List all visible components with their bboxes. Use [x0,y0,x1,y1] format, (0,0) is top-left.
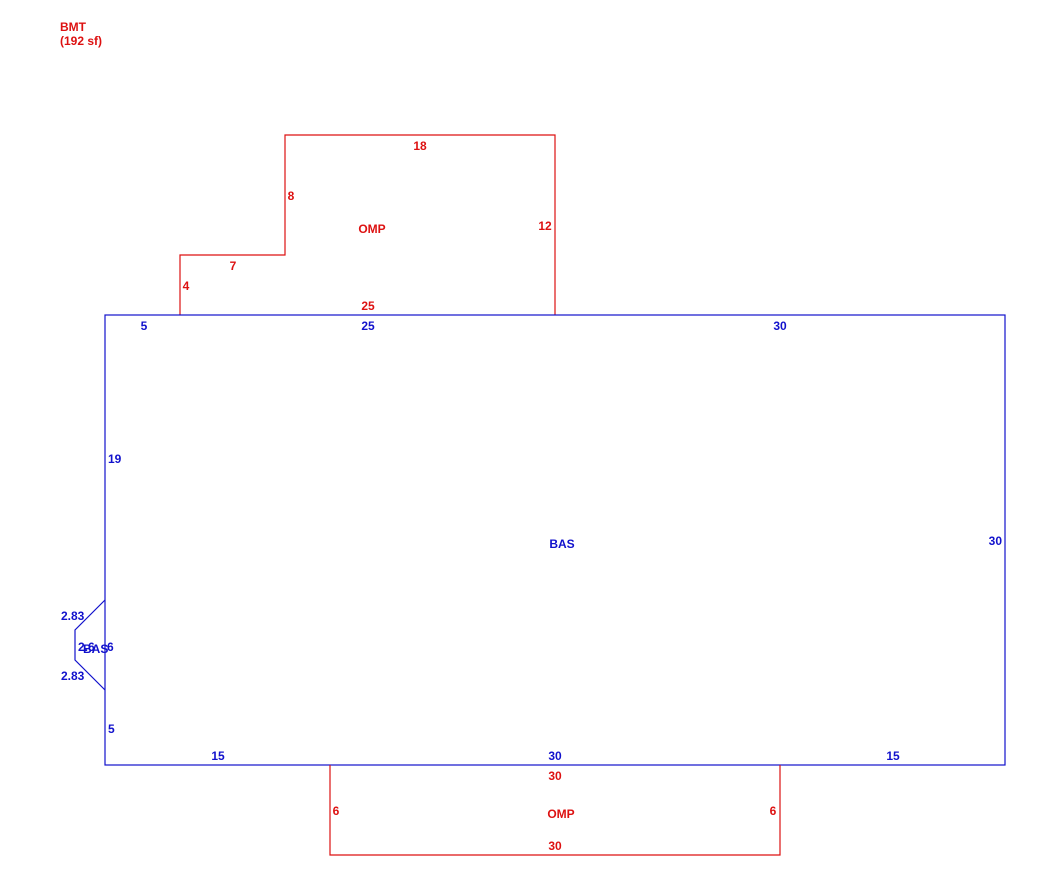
omp-top-area: 18 12 8 7 4 25 OMP [179,134,556,315]
bas-main-dim-top-mid: 25 [361,319,375,333]
bas-bay-outline [74,599,106,691]
bas-main-dim-bottom-mid: 30 [548,749,562,763]
bas-main-dim-left-lower: 5 [108,722,115,736]
legend-code: BMT [60,20,87,34]
omp-top-dim-step: 7 [230,259,237,273]
bas-bay-dim-back: 6 [107,640,114,654]
bas-main-dim-top-right: 30 [773,319,787,333]
bas-bay-dim-lower-diag: 2.83 [61,669,85,683]
bas-main-label: BAS [549,537,574,551]
omp-bottom-area: 30 6 6 30 OMP [329,765,781,856]
omp-top-dim-top: 18 [413,139,427,153]
omp-top-dim-bottom: 25 [361,299,375,313]
bas-main-dim-right: 30 [989,534,1003,548]
bas-main-dim-bottom-right: 15 [886,749,900,763]
bas-bay-dim-front: 2.6 [78,640,95,654]
omp-top-dim-left-lower: 4 [183,279,190,293]
omp-bottom-label: OMP [547,807,574,821]
omp-bottom-outline [329,765,781,856]
bas-bay-dim-upper-diag: 2.83 [61,609,85,623]
bas-bay-area: 2.83 2.6 6 BAS 2.83 [61,599,114,691]
omp-top-dim-right: 12 [538,219,552,233]
bas-main-outline [104,314,1006,766]
bas-bay-label: BAS [83,642,108,656]
bas-main-dim-bottom-left: 15 [211,749,225,763]
omp-top-outline [179,134,556,315]
omp-bottom-dim-right: 6 [770,804,777,818]
omp-bottom-dim-top: 30 [548,769,562,783]
omp-top-dim-left-upper: 8 [288,189,295,203]
omp-bottom-dim-bottom: 30 [548,839,562,853]
omp-top-label: OMP [358,222,385,236]
legend-area: (192 sf) [60,34,102,48]
bas-main-dim-left-upper: 19 [108,452,122,466]
omp-bottom-dim-left: 6 [333,804,340,818]
bas-main-area: 5 25 30 19 30 5 15 30 15 BAS [104,314,1006,766]
bas-main-dim-top-left: 5 [141,319,148,333]
